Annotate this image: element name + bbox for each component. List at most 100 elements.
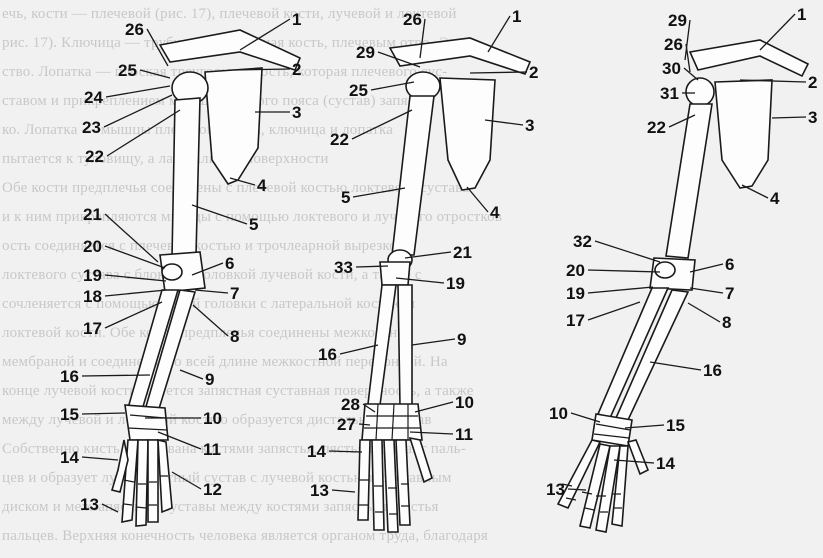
callout-number: 4 xyxy=(770,189,780,208)
leader-line xyxy=(412,339,455,345)
callout-number: 26 xyxy=(403,10,422,29)
leader-line xyxy=(595,241,660,262)
callout-number: 22 xyxy=(85,147,104,166)
leader-line xyxy=(488,16,510,52)
callout-number: 18 xyxy=(83,287,102,306)
callout-number: 19 xyxy=(566,284,585,303)
callout-number: 26 xyxy=(125,20,144,39)
leader-line xyxy=(588,270,660,272)
leader-line xyxy=(650,362,701,370)
callout-number: 20 xyxy=(83,237,102,256)
callout-number: 15 xyxy=(666,416,685,435)
leader-line xyxy=(105,246,165,268)
callout-number: 21 xyxy=(83,205,102,224)
callout-number: 2 xyxy=(292,60,301,79)
callout-number: 8 xyxy=(722,313,731,332)
callout-number: 13 xyxy=(546,480,565,499)
callout-number: 8 xyxy=(230,327,239,346)
callout-number: 16 xyxy=(703,361,722,380)
callout-number: 1 xyxy=(797,5,806,24)
callout-number: 1 xyxy=(512,7,521,26)
callout-number: 20 xyxy=(566,261,585,280)
leader-line xyxy=(180,370,203,379)
callout-number: 4 xyxy=(257,176,267,195)
leader-line xyxy=(106,86,170,97)
callout-number: 22 xyxy=(647,118,666,137)
leader-line xyxy=(105,290,166,296)
callout-number: 4 xyxy=(490,203,500,222)
leader-line xyxy=(192,205,247,224)
callout-number: 1 xyxy=(292,10,301,29)
leader-line xyxy=(82,413,125,414)
callout-number: 26 xyxy=(664,35,683,54)
callout-number: 3 xyxy=(808,108,817,127)
leader-line xyxy=(82,457,118,460)
leader-line xyxy=(353,188,405,197)
callout-number: 15 xyxy=(60,405,79,424)
callout-number: 11 xyxy=(203,440,221,459)
callout-number: 19 xyxy=(83,266,102,285)
leader-line xyxy=(588,302,640,320)
leader-line xyxy=(415,402,453,412)
arm-middle-drawing xyxy=(358,38,530,532)
callout-number: 9 xyxy=(205,370,214,389)
callout-number: 10 xyxy=(455,393,474,412)
callout-number: 7 xyxy=(725,284,734,303)
callout-number: 29 xyxy=(668,11,687,30)
callout-number: 6 xyxy=(725,255,734,274)
leader-line xyxy=(686,44,690,72)
leader-line xyxy=(105,214,158,262)
callout-number: 2 xyxy=(808,73,817,92)
leader-line xyxy=(195,290,228,293)
callout-number: 17 xyxy=(566,311,585,330)
leader-line xyxy=(340,345,378,354)
callout-number: 16 xyxy=(318,345,337,364)
callout-number: 14 xyxy=(60,448,79,467)
callout-number: 2 xyxy=(529,63,538,82)
callout-number: 25 xyxy=(349,81,368,100)
callout-number: 30 xyxy=(662,59,681,78)
callout-number: 10 xyxy=(203,409,222,428)
callout-number: 27 xyxy=(337,415,356,434)
leader-line xyxy=(193,305,228,336)
callout-number: 5 xyxy=(249,215,258,234)
callout-number: 28 xyxy=(341,395,360,414)
callout-number: 3 xyxy=(292,103,301,122)
callout-number: 3 xyxy=(525,116,534,135)
callout-number: 13 xyxy=(80,495,99,514)
leader-line xyxy=(140,70,170,78)
callout-number: 22 xyxy=(330,130,349,149)
leader-line xyxy=(690,288,723,293)
leader-line xyxy=(332,490,355,492)
leader-line xyxy=(760,14,795,50)
callout-number: 24 xyxy=(84,88,103,107)
callout-number: 17 xyxy=(83,319,102,338)
callout-number: 32 xyxy=(573,232,592,251)
callout-number: 12 xyxy=(203,480,222,499)
callout-number: 6 xyxy=(225,254,234,273)
leader-line xyxy=(329,451,362,452)
leader-line xyxy=(684,68,698,80)
leader-line xyxy=(588,287,653,293)
leader-line xyxy=(772,117,806,118)
callout-number: 23 xyxy=(82,118,101,137)
callout-number: 11 xyxy=(455,425,473,444)
leader-line xyxy=(352,110,412,139)
callout-number: 14 xyxy=(656,454,675,473)
leader-line xyxy=(107,110,180,156)
leader-line xyxy=(172,472,201,489)
callout-number: 19 xyxy=(446,274,465,293)
leader-line xyxy=(688,303,720,322)
callout-number: 14 xyxy=(307,442,326,461)
callout-number: 33 xyxy=(334,258,353,277)
leader-line xyxy=(467,187,488,212)
callout-number: 9 xyxy=(457,330,466,349)
leader-line xyxy=(470,72,527,73)
callout-number: 5 xyxy=(341,188,350,207)
callout-number: 25 xyxy=(118,61,137,80)
callout-number: 29 xyxy=(356,43,375,62)
callout-number: 7 xyxy=(230,284,239,303)
leader-line xyxy=(105,275,166,281)
callout-number: 31 xyxy=(660,84,679,103)
